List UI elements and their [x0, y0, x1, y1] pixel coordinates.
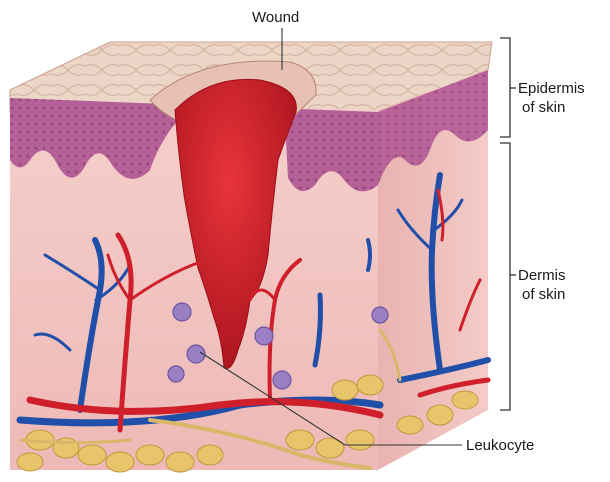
leukocyte-label: Leukocyte — [466, 437, 534, 454]
layer-brackets — [500, 38, 516, 410]
epidermis-label-line2: of skin — [522, 99, 565, 116]
dermis-label-line2: of skin — [522, 286, 565, 303]
dermis-label-line1: Dermis — [518, 267, 566, 284]
wound-label: Wound — [252, 9, 299, 26]
epidermis-label-line1: Epidermis — [518, 80, 585, 97]
